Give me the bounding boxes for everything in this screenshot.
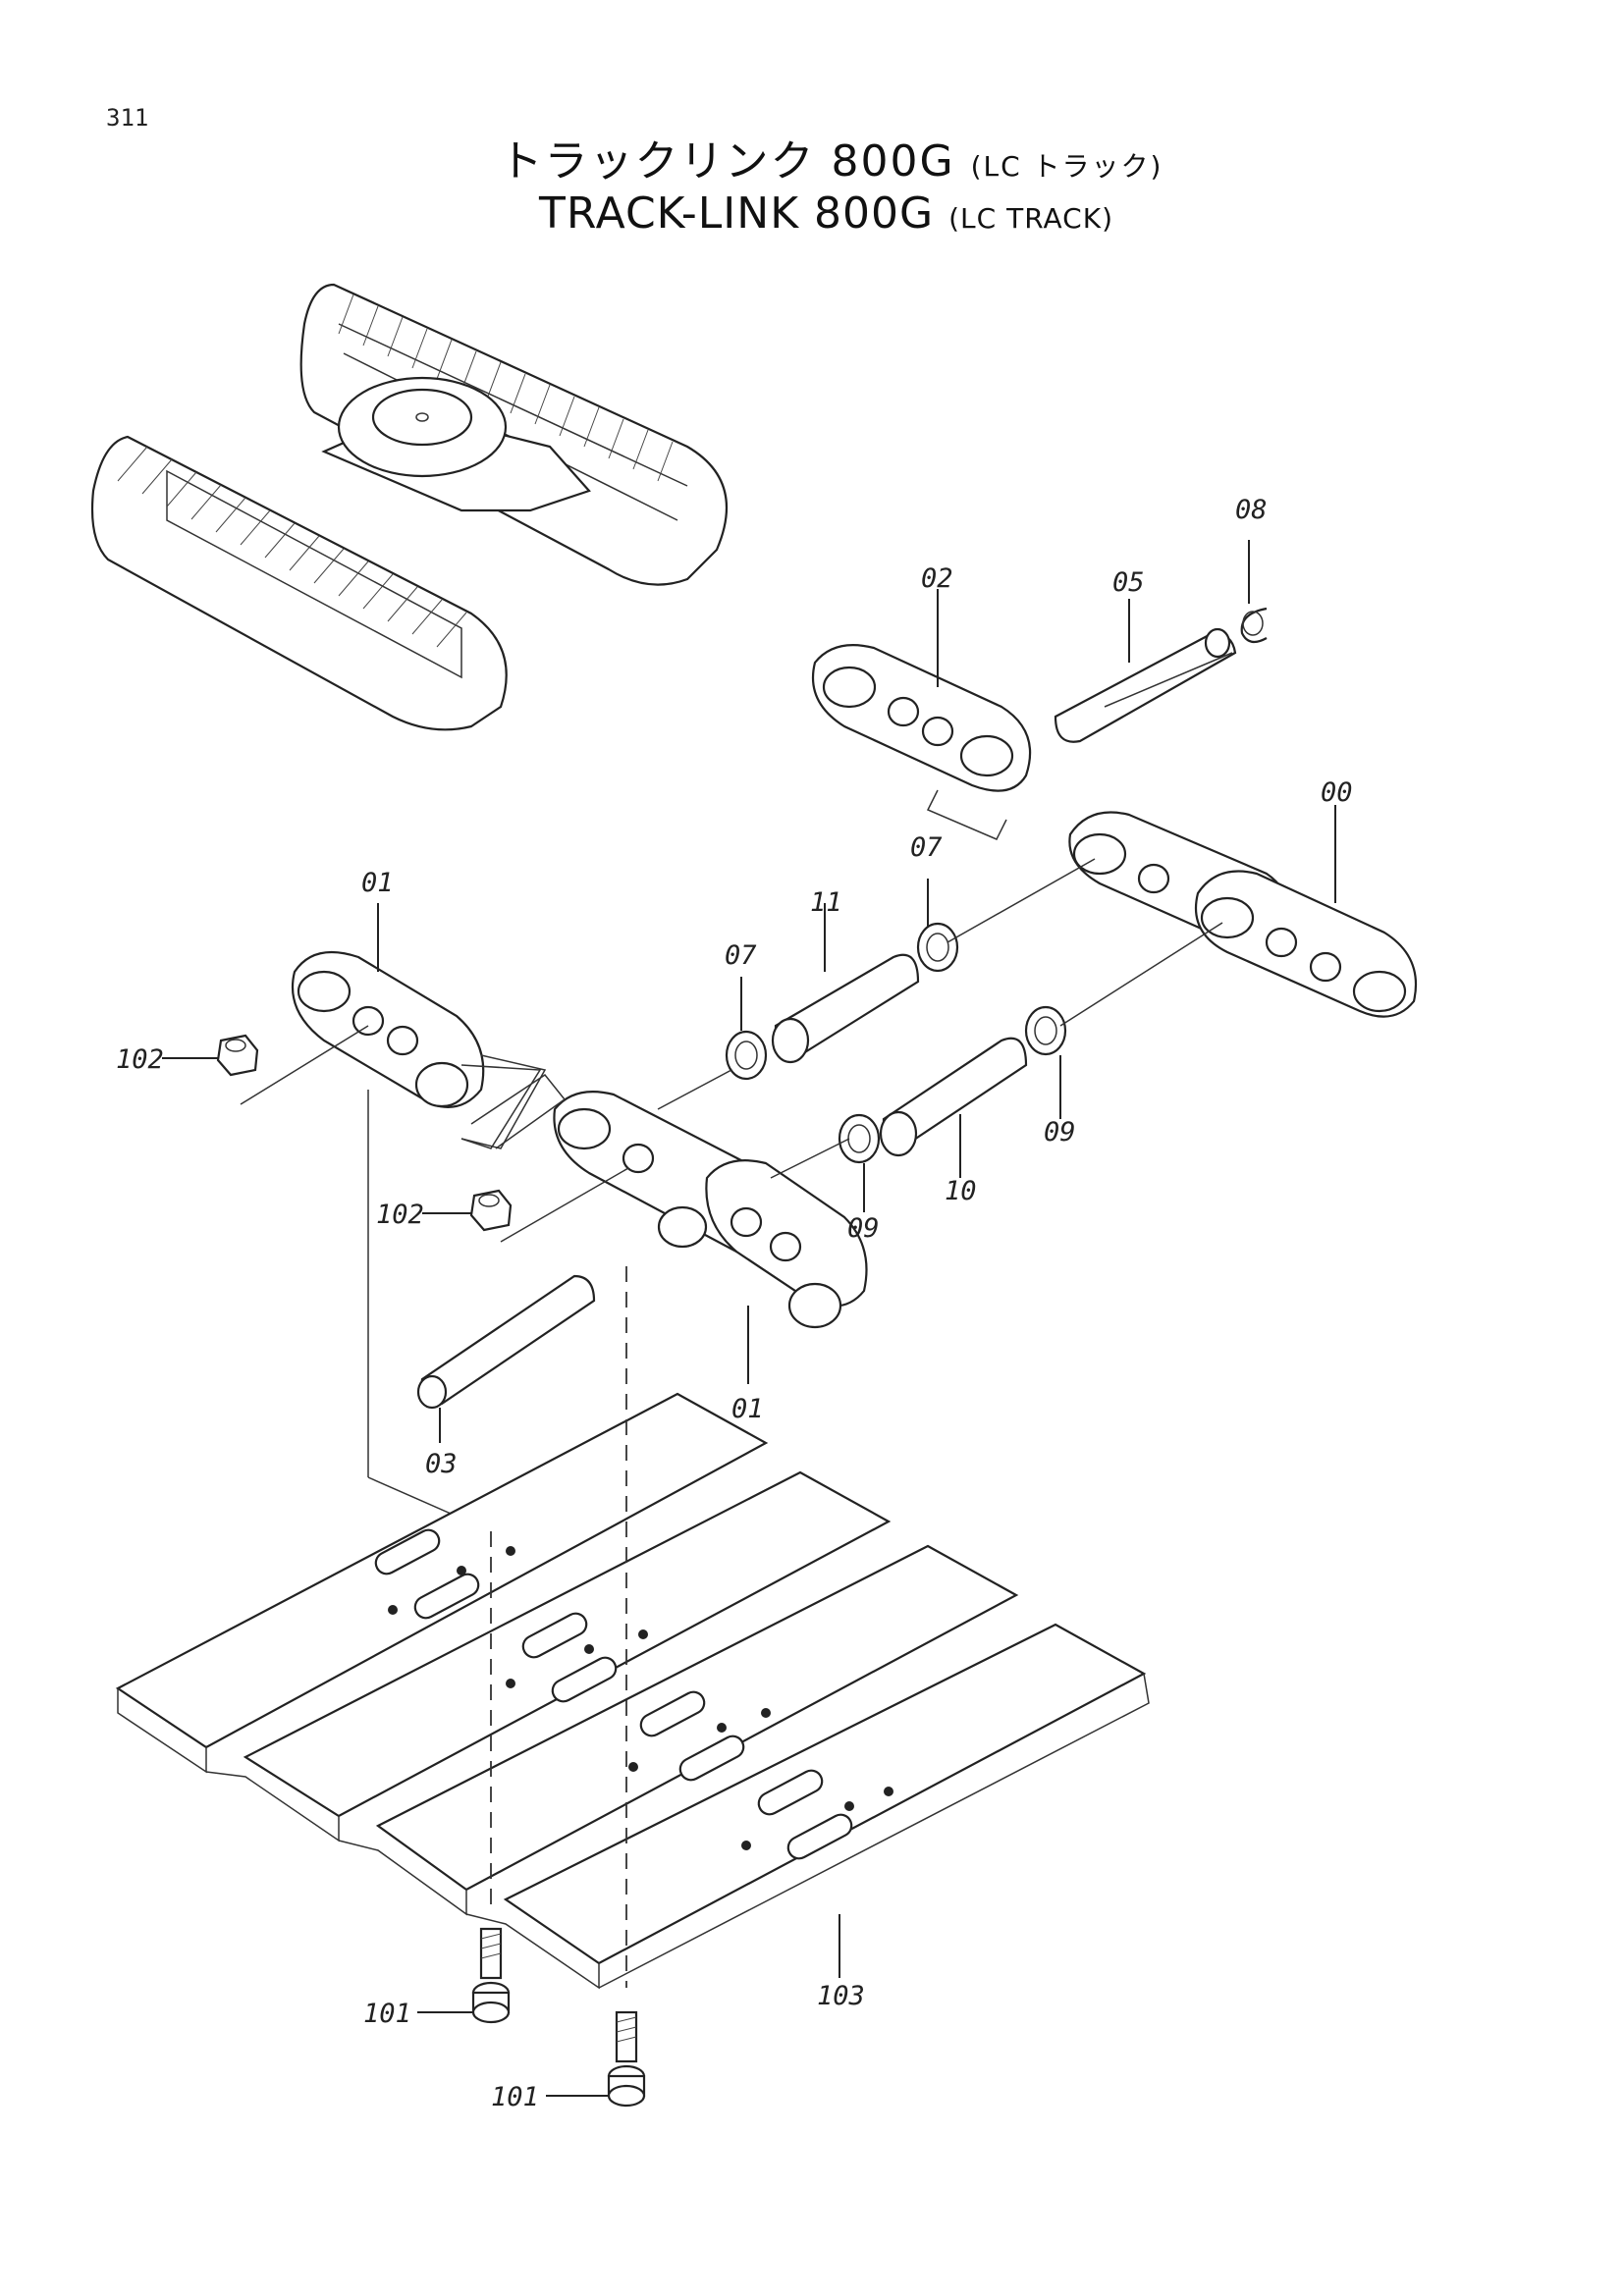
- nut-102-b: [469, 1189, 513, 1232]
- callout-01-a: 01: [361, 868, 394, 898]
- title-japanese-main: トラックリンク 800G: [499, 136, 955, 187]
- callout-00: 00: [1321, 777, 1353, 808]
- callout-11: 11: [810, 887, 842, 918]
- callout-07-b: 07: [725, 940, 757, 971]
- seal-07-b: [916, 922, 959, 973]
- callout-102-a: 102: [116, 1044, 164, 1075]
- title-english-sub: (LC TRACK): [948, 202, 1114, 235]
- track-link-01-upper: [291, 950, 547, 1149]
- callout-09-b: 09: [847, 1213, 880, 1244]
- callout-07-a: 07: [910, 832, 943, 863]
- callout-103: 103: [817, 1981, 865, 2011]
- snap-ring-08: [1240, 607, 1268, 644]
- title-english-main: TRACK-LINK 800G: [538, 188, 935, 239]
- track-link-02: [811, 644, 1032, 840]
- track-pin-03: [416, 1274, 596, 1410]
- seal-07-a: [725, 1030, 768, 1081]
- callout-102-b: 102: [376, 1200, 424, 1230]
- callout-101-a: 101: [363, 1999, 411, 2029]
- track-link-01-center: [553, 1091, 868, 1329]
- leader-lines: [162, 540, 1336, 2097]
- track-pin-05: [1054, 627, 1237, 743]
- title-japanese-sub: (LC トラック): [970, 150, 1163, 183]
- track-link-00: [1068, 811, 1418, 1018]
- track-shoes-103: [115, 1392, 1150, 1990]
- seal-09-a: [838, 1113, 881, 1164]
- callout-101-b: 101: [491, 2082, 539, 2112]
- nut-102-a: [216, 1034, 259, 1077]
- bushing-11: [771, 953, 920, 1064]
- page-number: 311: [106, 104, 149, 132]
- bolt-101-b: [607, 2010, 646, 2108]
- bushing-10: [879, 1037, 1028, 1157]
- seal-09-b: [1024, 1005, 1067, 1056]
- callout-08: 08: [1235, 495, 1268, 525]
- callout-10: 10: [945, 1176, 977, 1206]
- title-japanese: トラックリンク 800G (LC トラック): [0, 126, 1623, 188]
- callout-01-b: 01: [731, 1394, 764, 1424]
- title-english: TRACK-LINK 800G (LC TRACK): [0, 188, 1623, 239]
- bolt-101-a: [471, 1927, 511, 2024]
- callout-labels: 08 02 05 00 07 11 07 01 102 102 09 09 10…: [116, 495, 1353, 2112]
- callout-03: 03: [425, 1449, 458, 1479]
- assembly-guide-lines: [240, 652, 1233, 1532]
- undercarriage-overview-drawing: [90, 283, 729, 731]
- callout-09-a: 09: [1044, 1117, 1076, 1148]
- callout-05: 05: [1112, 567, 1145, 598]
- callout-02: 02: [921, 563, 953, 594]
